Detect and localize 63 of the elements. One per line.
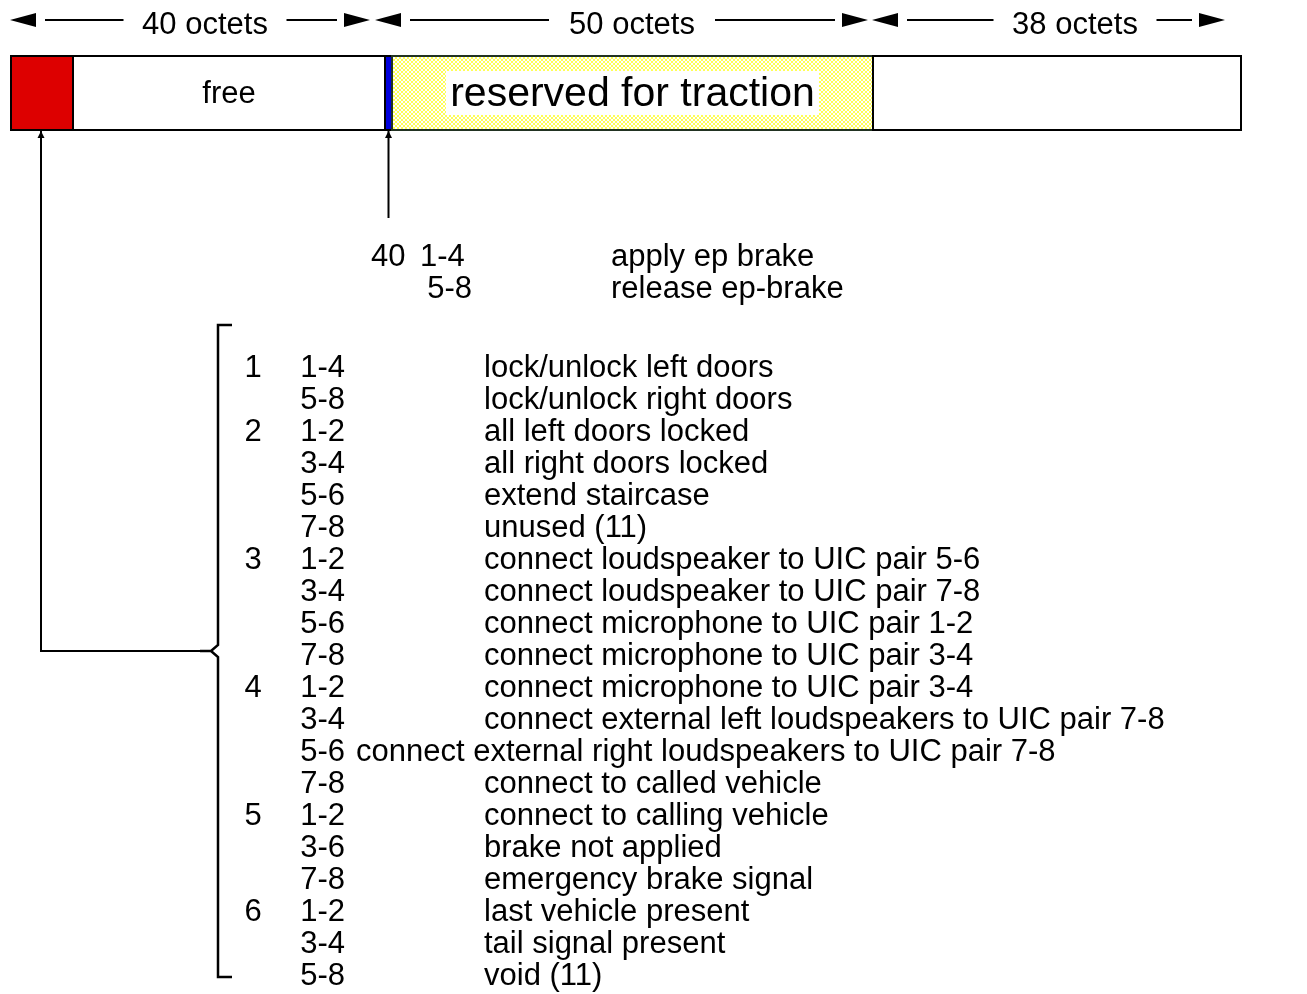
arrow [37,130,201,652]
bit-range: 5-6 [300,607,345,638]
bit-range: 7-8 [300,639,345,670]
segment-label: free [202,76,256,110]
byte-number: 5 [244,799,262,830]
bit-range: 1-4 [420,240,465,271]
bit-range: 1-2 [300,671,345,702]
signal-description: connect microphone to UIC pair 3-4 [484,671,974,702]
bit-range: 5-8 [300,959,345,990]
bit-range: 7-8 [300,863,345,894]
signal-description: tail signal present [484,927,726,958]
bit-range: 3-4 [300,447,345,478]
bit-range: 1-2 [300,799,345,830]
signal-description: void (11) [484,959,603,990]
signal-description: release ep-brake [611,272,844,303]
dimension-label: 38 octets [1012,8,1138,39]
byte-number: 1 [244,351,262,382]
byte-number: 6 [244,895,262,926]
byte-number: 40 [371,240,415,271]
byte-number: 3 [244,543,262,574]
signal-description: brake not applied [484,831,722,862]
signal-description: connect microphone to UIC pair 3-4 [484,639,974,670]
bit-range: 5-8 [300,383,345,414]
segment-label: reserved for traction [446,71,819,115]
signal-description: lock/unlock left doors [484,351,774,382]
bit-range: 5-6 [300,479,345,510]
bit-range: 5-8 [427,272,472,303]
dimension-label: 50 octets [569,8,695,39]
bit-range: 3-4 [300,575,345,606]
signal-description: last vehicle present [484,895,750,926]
dimension-label: 40 octets [142,8,268,39]
bit-range: 3-6 [300,831,345,862]
signal-description: all right doors locked [484,447,769,478]
bar-segment [872,55,1242,131]
bit-range: 7-8 [300,767,345,798]
bit-range: 3-4 [300,927,345,958]
signal-description: apply ep brake [611,240,815,271]
signal-description: connect loudspeaker to UIC pair 7-8 [484,575,981,606]
bit-range: 5-6 [300,735,345,766]
signal-description: connect microphone to UIC pair 1-2 [484,607,974,638]
bit-range: 1-2 [300,543,345,574]
signal-description: lock/unlock right doors [484,383,793,414]
signal-description: extend staircase [484,479,710,510]
signal-description: connect external left loudspeakers to UIC pair 7-8 [484,703,1165,734]
signal-description: all left doors locked [484,415,750,446]
signal-description: connect loudspeaker to UIC pair 5-6 [484,543,981,574]
bracket [200,322,234,980]
arrow [385,130,392,219]
bar-segment [72,55,386,131]
signal-description: connect to called vehicle [484,767,822,798]
bit-range: 1-2 [300,895,345,926]
bit-range: 3-4 [300,703,345,734]
signal-description: unused (11) [484,511,648,542]
bit-range: 7-8 [300,511,345,542]
bar-segment [391,55,874,131]
bit-range: 1-2 [300,415,345,446]
signal-description: emergency brake signal [484,863,814,894]
signal-description: connect to calling vehicle [484,799,829,830]
signal-description: connect external right loudspeakers to UIC pair 7-8 [356,735,1056,766]
byte-number: 4 [244,671,262,702]
bar-segment [10,55,74,131]
byte-number: 2 [244,415,262,446]
bit-range: 1-4 [300,351,345,382]
